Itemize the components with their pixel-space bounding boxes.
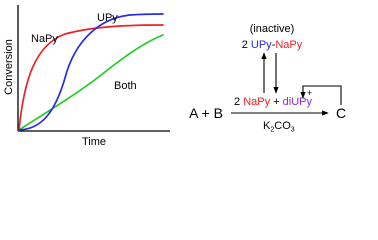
feedback-arrow <box>300 85 342 105</box>
label-napy: NaPy <box>31 33 58 45</box>
base-label: K2CO3 <box>263 120 295 134</box>
figure: UPy NaPy Both Time Conversion (inactive)… <box>3 5 346 148</box>
reactants: A + B <box>189 105 223 121</box>
feedback-sign: + <box>307 88 312 98</box>
catalyst-label: 2 NaPy + diUPy <box>234 96 312 108</box>
y-axis-label: Conversion <box>3 39 15 95</box>
label-upy: UPy <box>97 12 118 24</box>
x-axis-label: Time <box>82 136 106 148</box>
inactive-label: (inactive) <box>250 23 295 35</box>
conversion-plot: UPy NaPy Both Time Conversion <box>3 5 170 148</box>
curve-upy <box>18 13 164 131</box>
reaction-scheme: (inactive) 2 UPy-NaPy A + B 2 NaPy + diU… <box>189 23 346 134</box>
inactive-dimer: 2 UPy-NaPy <box>242 39 303 51</box>
curve-napy <box>18 24 164 131</box>
label-both: Both <box>114 80 137 92</box>
product: C <box>336 105 346 121</box>
curve-both <box>18 34 164 131</box>
